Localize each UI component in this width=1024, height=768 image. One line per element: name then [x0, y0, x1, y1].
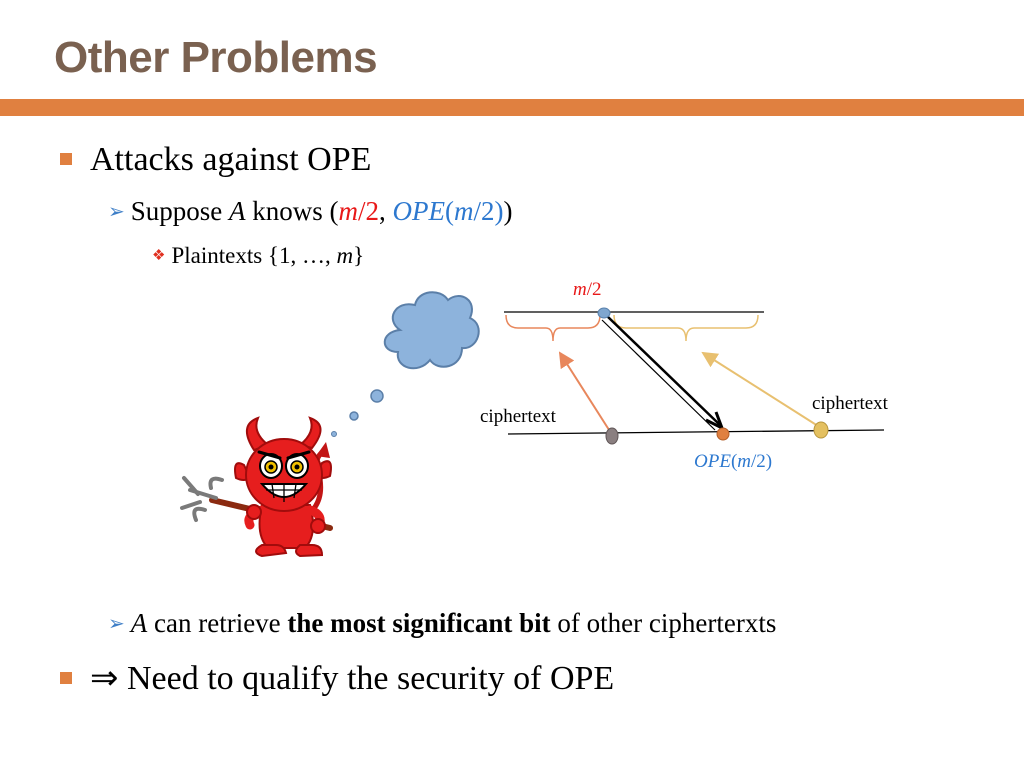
square-bullet-icon	[60, 153, 72, 165]
m-half-point	[597, 307, 611, 319]
suppose-mid: knows (	[245, 196, 339, 226]
thought-cloud-icon	[383, 291, 480, 370]
ope-point	[716, 427, 730, 441]
thought-bubble-large	[370, 389, 384, 403]
suppose-m: m	[338, 196, 359, 226]
plaintexts-pre: Plaintexts {1, …,	[171, 243, 337, 268]
suppose-var-a: A	[229, 196, 246, 226]
ope-label-m: m	[737, 451, 751, 472]
ope-label-paren: (	[731, 451, 737, 472]
arrow-bullet-icon: ➢	[108, 613, 125, 635]
slide-title: Other Problems	[54, 33, 378, 82]
bullet-plaintexts: ❖ Plaintexts {1, …, m}	[152, 244, 364, 267]
right-cipher-arrow	[701, 351, 819, 427]
ope-label-name: OPE	[694, 451, 731, 472]
mapping-arrow-inner	[601, 319, 716, 431]
thought-bubble-medium	[349, 411, 359, 421]
devil-icon	[180, 416, 333, 558]
left-cipher-arrow	[558, 351, 612, 434]
bullet-suppose: ➢Suppose A knows (m/2, OPE(m/2))	[108, 198, 513, 225]
suppose-pre: Suppose	[130, 196, 230, 226]
suppose-slash2: /2	[358, 196, 380, 226]
left-ciphertext-label: ciphertext	[480, 406, 557, 427]
thought-bubble-small	[331, 431, 337, 437]
mapping-arrow-outer	[606, 315, 721, 426]
square-bullet-icon	[60, 672, 72, 684]
top-label-m: m	[573, 279, 587, 300]
plaintexts-m: m	[336, 243, 354, 268]
title-bar	[0, 99, 1024, 116]
retrieve-bold: the most significant bit	[287, 608, 551, 638]
suppose-ope: OPE	[392, 196, 446, 226]
retrieve-pre: can retrieve	[147, 608, 288, 638]
bullet-attacks: Attacks against OPE	[60, 143, 371, 177]
left-brace	[505, 314, 601, 342]
plaintexts-close: }	[353, 243, 365, 268]
right-cipher-point	[813, 421, 829, 439]
bullet-need-qualify: ⇒ Need to qualify the security of OPE	[60, 662, 614, 696]
top-label: m/2	[573, 279, 602, 300]
retrieve-var-a: A	[130, 608, 148, 638]
need-qualify-text: ⇒ Need to qualify the security of OPE	[90, 660, 615, 697]
ope-label-close: /2)	[751, 451, 772, 472]
ope-label: OPE(m/2)	[694, 451, 772, 472]
left-cipher-point	[605, 427, 619, 445]
diamond-bullet-icon: ❖	[152, 248, 166, 264]
bullet-retrieve: ➢A can retrieve the most significant bit…	[108, 610, 776, 637]
suppose-ope-m: m	[454, 196, 474, 226]
bullet-attacks-text: Attacks against OPE	[90, 141, 372, 178]
suppose-close: )	[503, 196, 513, 226]
suppose-ope-close: /2)	[473, 196, 504, 226]
suppose-ope-paren: (	[445, 196, 455, 226]
suppose-comma: ,	[379, 196, 393, 226]
retrieve-post: of other cipherterxts	[550, 608, 777, 638]
top-label-rest: /2	[587, 279, 602, 300]
right-brace	[613, 314, 759, 342]
arrow-bullet-icon: ➢	[108, 201, 125, 223]
right-ciphertext-label: ciphertext	[812, 393, 889, 414]
